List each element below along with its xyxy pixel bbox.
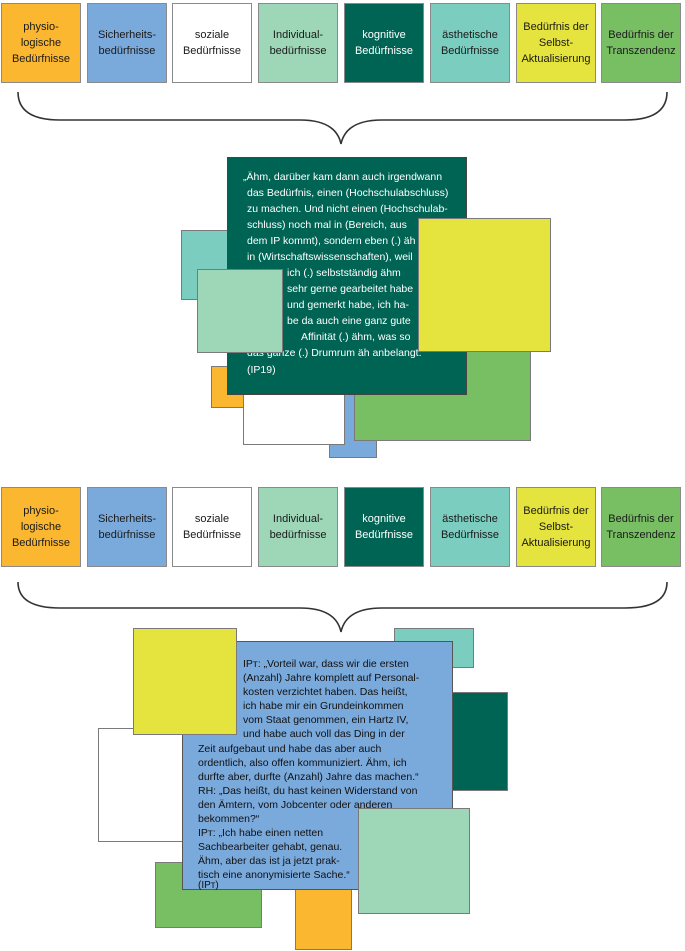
quote-line: und gemerkt habe, ich ha- (287, 299, 409, 311)
light-green-square (358, 808, 470, 914)
quote-line: schluss) noch mal in (Bereich, aus (247, 219, 407, 231)
quote-source: (IP19) (247, 364, 276, 376)
quote-line: IPᴛ: „Vorteil war, dass wir die ersten (243, 658, 409, 670)
quote-line: „Ähm, darüber kam dann auch irgendwann (243, 171, 443, 183)
quote-source: (IPᴛ) (198, 880, 219, 891)
need-box: Bedürfnis der Selbst- Aktualisierung (516, 3, 596, 83)
quote-line: tisch eine anonymisierte Sache.“ (198, 869, 350, 881)
need-box: physio- logische Bedürfnisse (1, 3, 81, 83)
white-square (98, 728, 188, 842)
quote-line: ich habe mir ein Grundeinkommen (243, 700, 404, 712)
quote-line: und habe auch voll das Ding in der (243, 728, 405, 740)
quote-line: Sachbearbeiter gehabt, genau. (198, 841, 343, 853)
quote-line: dem IP kommt), sondern eben (.) äh (247, 235, 416, 247)
need-box: Bedürfnis der Transzendenz (601, 3, 681, 83)
need-box: Individual- bedürfnisse (258, 3, 338, 83)
need-box: Sicherheits- bedürfnisse (87, 487, 167, 567)
curly-brace-bottom (17, 581, 668, 633)
quote-line: kosten verzichtet haben. Das heißt, (243, 686, 408, 698)
quote-line: Ähm, aber das ist ja jetzt prak- (198, 855, 340, 867)
quote-line: den Ämtern, vom Jobcenter oder anderen (198, 799, 393, 811)
need-box: soziale Bedürfnisse (172, 487, 252, 567)
quote-line: ich (.) selbstständig ähm (287, 267, 401, 279)
yellow-square (133, 628, 237, 735)
quote-line: durfte aber, durfte (Anzahl) Jahre das m… (198, 771, 419, 783)
quote-line: IPᴛ: „Ich habe einen netten (198, 827, 324, 839)
quote-line: das Bedürfnis, einen (Hochschulabschluss… (247, 187, 449, 199)
quote-line: RH: „Das heißt, du hast keinen Widerstan… (198, 785, 418, 797)
quote-line: (Anzahl) Jahre komplett auf Personal- (243, 672, 420, 684)
quote-line: bekommen?“ (198, 813, 260, 825)
orange-square (295, 888, 352, 950)
yellow-square (418, 218, 551, 352)
quote-line: ordentlich, also offen kommuniziert. Ähm… (198, 757, 407, 769)
quote-line: be da auch eine ganz gute (287, 315, 411, 327)
need-box: kognitive Bedürfnisse (344, 3, 424, 83)
need-box: soziale Bedürfnisse (172, 3, 252, 83)
need-box: kognitive Bedürfnisse (344, 487, 424, 567)
light-green-square (197, 269, 283, 353)
need-box: Individual- bedürfnisse (258, 487, 338, 567)
dark-teal-square (446, 692, 508, 791)
need-box: physio- logische Bedürfnisse (1, 487, 81, 567)
need-box: Sicherheits- bedürfnisse (87, 3, 167, 83)
quote-line: Affinität (.) ähm, was so (301, 331, 411, 343)
quote-line: zu machen. Und nicht einen (Hochschulab- (247, 203, 448, 215)
quote-line: vom Staat genommen, ein Hartz IV, (243, 714, 409, 726)
curly-brace-top (17, 91, 668, 145)
need-box: ästhetische Bedürfnisse (430, 487, 510, 567)
need-box: ästhetische Bedürfnisse (430, 3, 510, 83)
need-box: Bedürfnis der Selbst- Aktualisierung (516, 487, 596, 567)
quote-line: Zeit aufgebaut und habe das aber auch (198, 743, 382, 755)
quote-line: sehr gerne gearbeitet habe (287, 283, 414, 295)
need-box: Bedürfnis der Transzendenz (601, 487, 681, 567)
quote-line: in (Wirtschaftswissenschaften), weil (247, 251, 413, 263)
quote-line: das ganze (.) Drumrum äh anbelangt.“ (247, 347, 426, 359)
